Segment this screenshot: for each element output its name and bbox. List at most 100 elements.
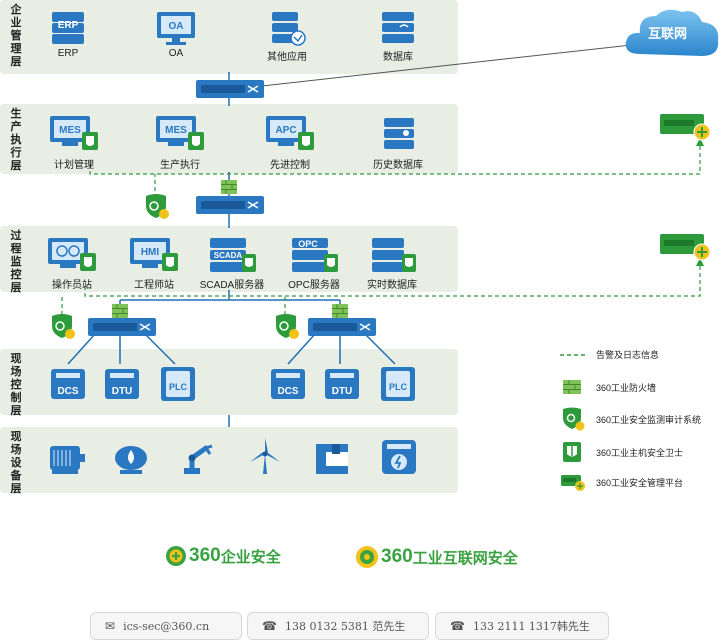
- layer-title: 现场设备层: [10, 431, 22, 495]
- platform-icon: [561, 475, 585, 491]
- device-label: 其他应用: [267, 52, 307, 63]
- phone-icon: ☎: [450, 619, 465, 633]
- audit-icon: [563, 407, 585, 431]
- switch-icon: [88, 318, 156, 336]
- device-apc: APC 先进控制: [260, 114, 320, 171]
- brand-text: 企业安全: [220, 548, 281, 566]
- switch-branch: [287, 333, 396, 365]
- switch-branch: [67, 333, 176, 365]
- device-other-apps: 其他应用: [262, 10, 312, 63]
- dcs-controller-icon: DCS: [271, 369, 305, 399]
- internet-cloud-icon: [625, 9, 719, 56]
- contact-email[interactable]: ✉ ics-sec@360.cn: [90, 612, 242, 640]
- device-erp: ERP ERP: [46, 10, 90, 59]
- contact-phone[interactable]: ☎ 133 2111 1317韩先生: [435, 612, 609, 640]
- motor-icon: [50, 446, 85, 474]
- legend-label: 360工业主机安全卫士: [596, 447, 684, 458]
- phone-icon: ☎: [262, 619, 277, 633]
- switch-icon: [196, 196, 264, 214]
- layer-title: 企业管理层: [10, 4, 22, 68]
- device-label: 操作员站: [52, 280, 92, 291]
- device-history-db: 历史数据库: [368, 114, 428, 171]
- layer-title: 生产执行层: [10, 108, 22, 172]
- hmi-workstation-icon: HMI: [130, 238, 178, 271]
- database-icon: [382, 12, 414, 43]
- device-oa: OA OA: [152, 10, 200, 59]
- legend-item: 360工业安全管理平台: [560, 472, 683, 492]
- device-engineer-station: HMI 工程师站: [126, 236, 182, 291]
- icon-text: OPC: [298, 239, 318, 249]
- arrow-head: [696, 258, 704, 266]
- contact-text: 133 2111 1317韩先生: [472, 620, 590, 633]
- dashed-line-icon: [560, 353, 586, 356]
- firewall-icon: [563, 380, 581, 394]
- device-mes-plan: MES 计划管理: [44, 114, 104, 171]
- legend-label: 告警及日志信息: [596, 350, 660, 360]
- database-icon: [384, 118, 414, 149]
- device-label: ERP: [57, 48, 79, 59]
- switch-icon: [308, 318, 376, 336]
- firewall-icon: [112, 304, 128, 318]
- legend-item: 360工业主机安全卫士: [560, 440, 683, 464]
- icon-text: OA: [169, 21, 184, 32]
- arrow-head: [696, 138, 704, 146]
- contact-text: ics-sec@360.cn: [123, 619, 210, 633]
- alarm-line: [89, 142, 701, 175]
- pump-icon: [115, 446, 147, 474]
- mail-icon: ✉: [105, 619, 116, 633]
- brand-number: 360: [189, 545, 221, 566]
- database-icon: [372, 238, 416, 272]
- audit-icon: [146, 194, 169, 219]
- apc-workstation-icon: APC: [266, 116, 314, 150]
- dtu-controller-icon: DTU: [105, 369, 139, 399]
- monitor-icon: OA: [157, 12, 195, 45]
- platform-icon: [660, 234, 711, 261]
- icon-text: SCADA: [214, 251, 243, 260]
- device-scada-server: SCADA SCADA服务器: [196, 236, 268, 291]
- firewall-icon: [221, 180, 237, 194]
- legend-item: 告警及日志信息: [560, 348, 659, 361]
- brand-text: 工业互联网安全: [412, 549, 518, 567]
- device-label: 数据库: [383, 52, 413, 63]
- icon-text: MES: [59, 125, 81, 136]
- device-realtime-db: 实时数据库: [362, 236, 422, 291]
- app-server-icon: [272, 12, 306, 46]
- layer-title: 过程监控层: [10, 230, 22, 294]
- device-label: OPC服务器: [288, 280, 340, 291]
- audit-icon: [276, 314, 299, 339]
- machine-tool-icon: [316, 444, 348, 474]
- device-operator-station: 操作员站: [44, 236, 100, 291]
- device-label: 工程师站: [134, 280, 174, 291]
- device-label: 先进控制: [270, 160, 310, 171]
- mes-workstation-icon: MES: [156, 116, 204, 150]
- control-label: DCS: [277, 386, 298, 397]
- internet-link: [261, 43, 641, 87]
- icon-text: ERP: [58, 20, 79, 31]
- device-database: 数据库: [376, 10, 420, 63]
- switch-icon: [196, 80, 264, 98]
- dtu-controller-icon: DTU: [325, 369, 359, 399]
- icon-text: HMI: [141, 247, 160, 258]
- platform-icon: [660, 114, 711, 141]
- control-label: DTU: [112, 386, 133, 397]
- plc-controller-icon: PLC: [381, 367, 415, 401]
- brand-plus-logo-icon: [166, 546, 186, 566]
- scada-server-icon: SCADA: [210, 238, 256, 272]
- firewall-icon: [332, 304, 348, 318]
- device-label: 历史数据库: [373, 160, 423, 171]
- control-label: PLC: [389, 382, 408, 392]
- legend-item: 360工业防火墙: [560, 378, 656, 396]
- icon-text: MES: [165, 125, 187, 136]
- wind-turbine-icon: [250, 438, 280, 474]
- plc-controller-icon: PLC: [161, 367, 195, 401]
- legend-label: 360工业安全管理平台: [596, 477, 684, 488]
- brand-number: 360: [381, 546, 413, 567]
- device-label: 计划管理: [54, 160, 94, 171]
- audit-icon: [52, 314, 75, 339]
- brand-industrial-security: 360 工业互联网安全: [355, 545, 518, 569]
- control-label: DTU: [332, 386, 353, 397]
- mes-workstation-icon: MES: [50, 116, 98, 150]
- contact-phone[interactable]: ☎ 138 0132 5381 范先生: [247, 612, 429, 640]
